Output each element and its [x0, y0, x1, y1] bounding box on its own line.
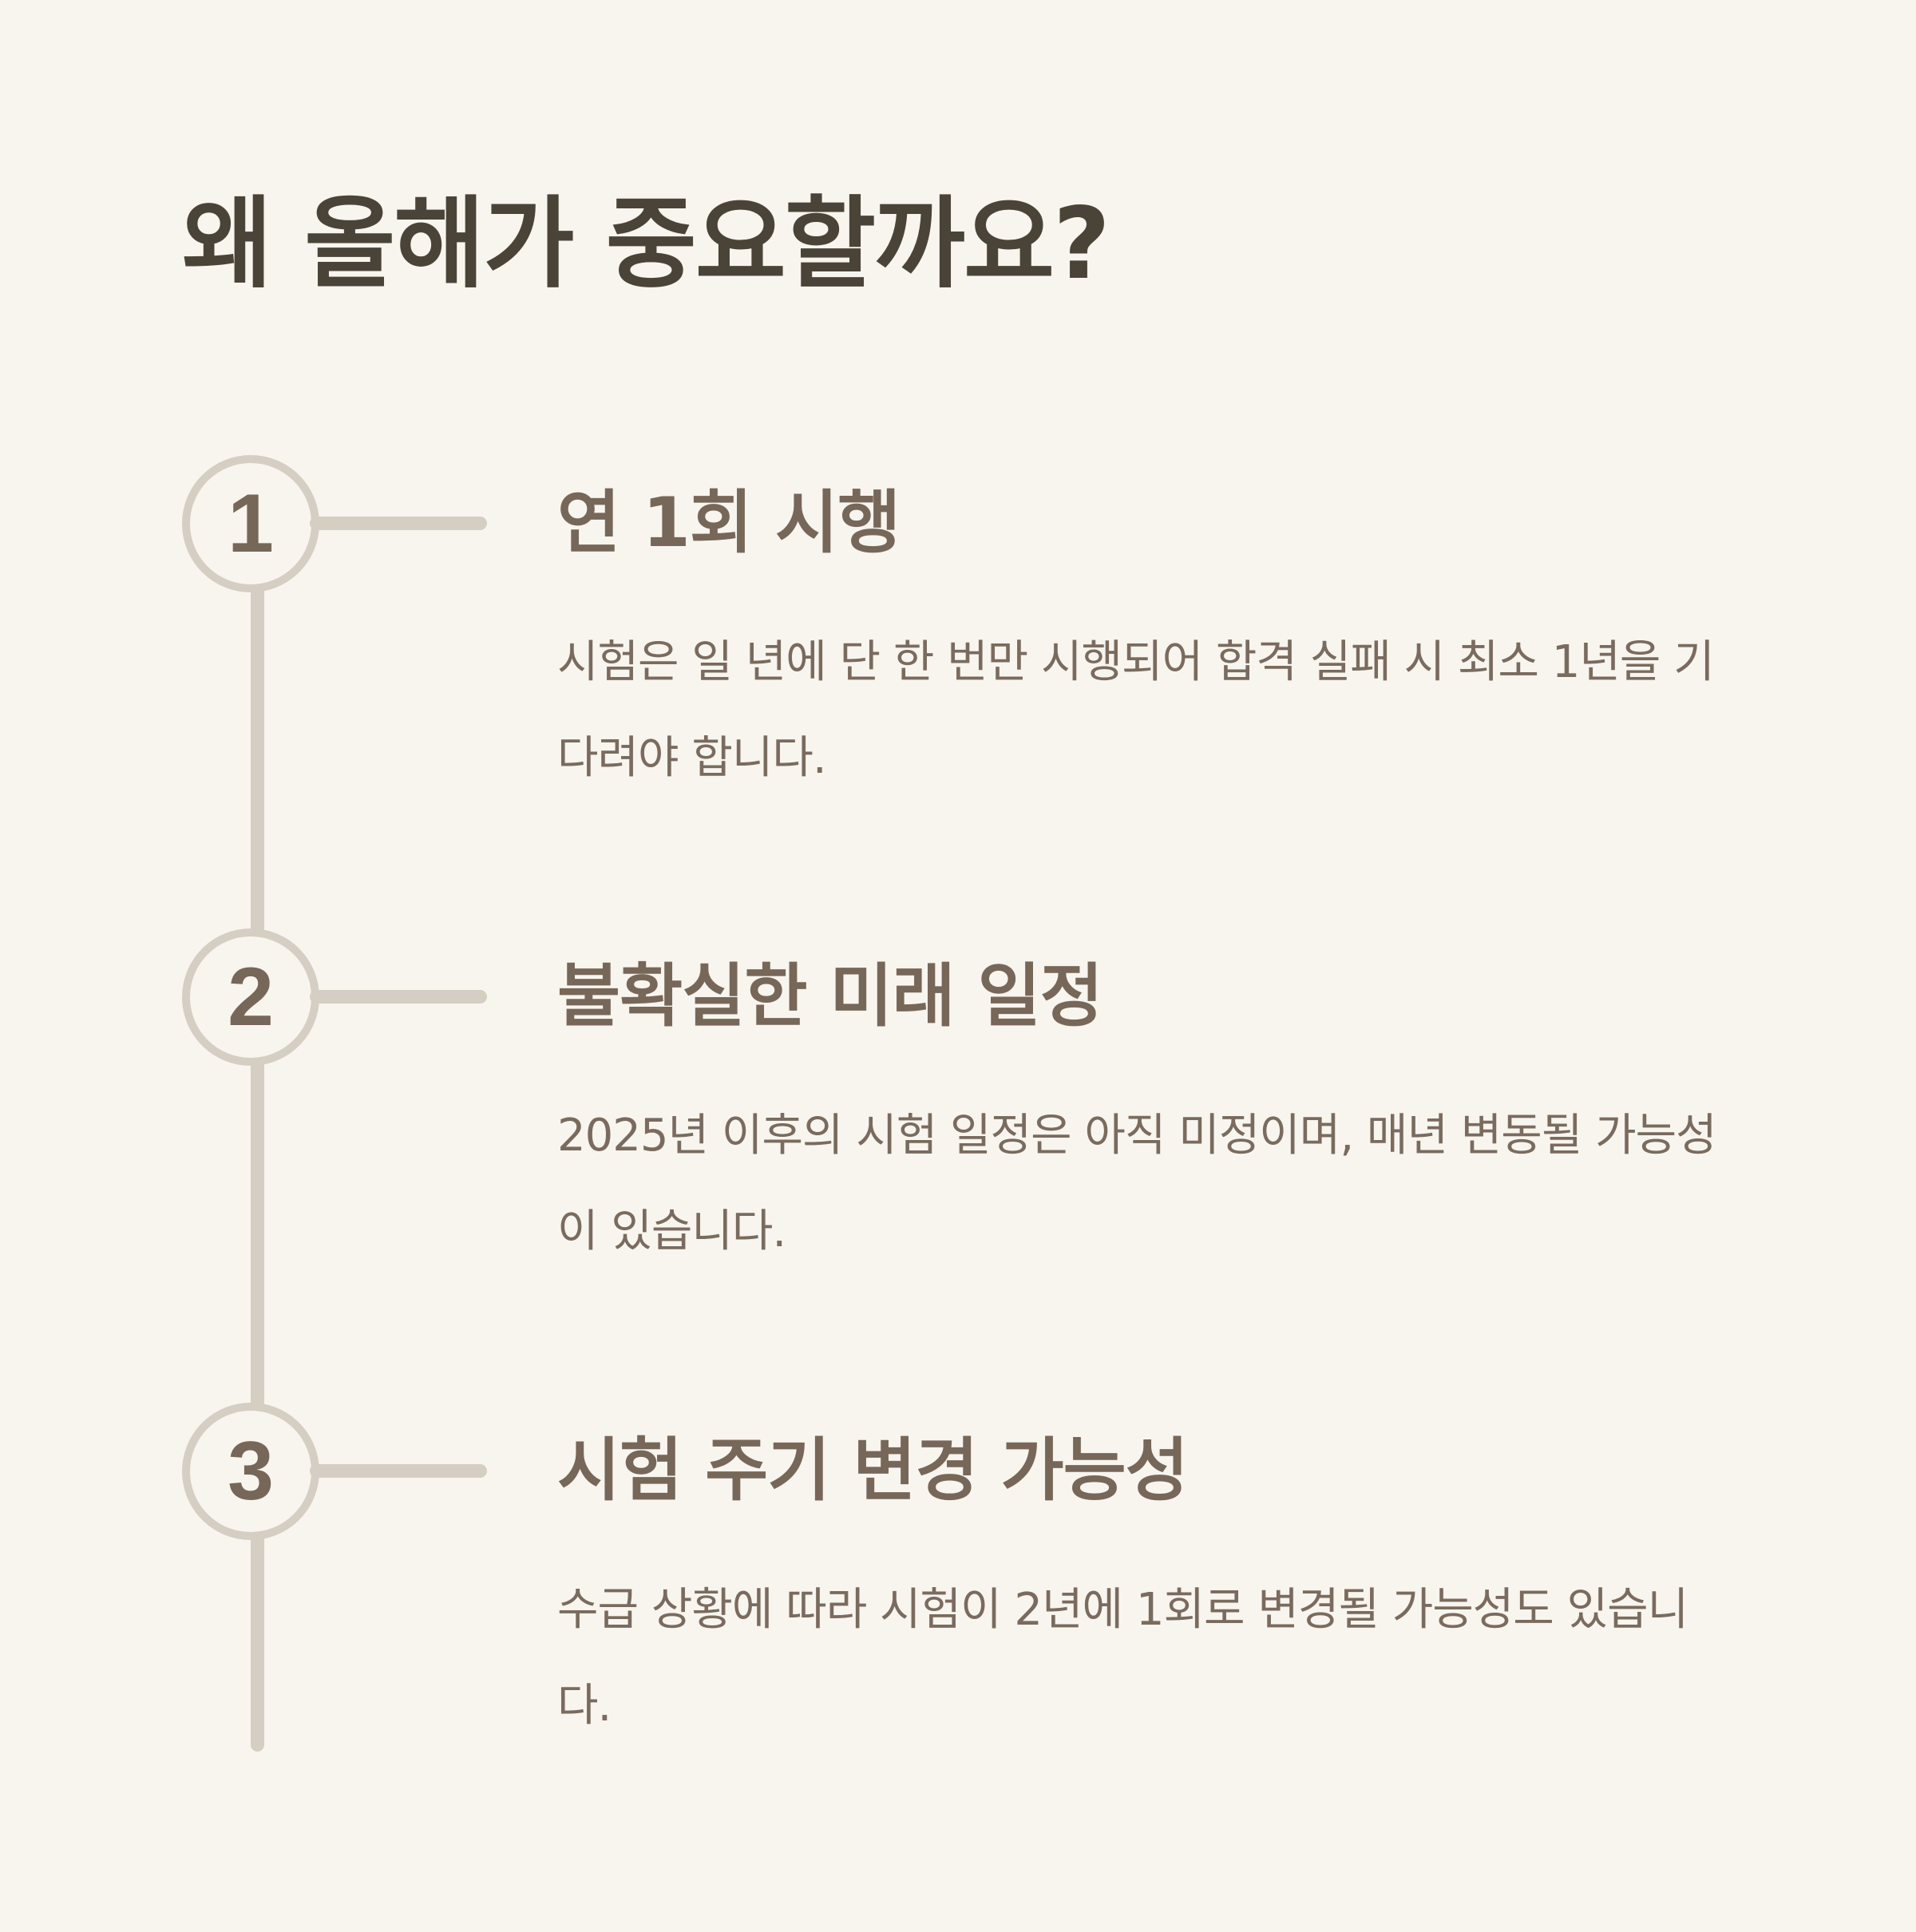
page-title: 왜 올해가 중요할까요?	[182, 187, 1110, 302]
step-connector	[310, 1464, 487, 1478]
step-title: 시험 주기 변경 가능성	[557, 1431, 1189, 1510]
step-description: 수급 상황에 따라 시험이 2년에 1회로 변경될 가능성도 있습니다.	[557, 1584, 1688, 1732]
step-number-circle: 2	[182, 928, 319, 1066]
step-title: 연 1회 시행	[557, 483, 901, 563]
step-number-circle: 3	[182, 1403, 319, 1540]
step-description: 시험은 일 년에 단 한 번만 시행되어 합격 실패 시 최소 1년을 기다려야…	[557, 636, 1715, 784]
step-title: 불확실한 미래 일정	[557, 956, 1103, 1036]
step-description: 2025년 이후의 시험 일정은 아직 미정이며, 매년 변동될 가능성이 있습…	[557, 1110, 1717, 1257]
step-1: 1 연 1회 시행 시험은 일 년에 단 한 번만 시행되어 합격 실패 시 최…	[0, 455, 1916, 784]
step-connector	[310, 990, 487, 1004]
step-connector	[310, 517, 487, 530]
step-3: 3 시험 주기 변경 가능성 수급 상황에 따라 시험이 2년에 1회로 변경될…	[0, 1403, 1916, 1732]
step-2: 2 불확실한 미래 일정 2025년 이후의 시험 일정은 아직 미정이며, 매…	[0, 928, 1916, 1257]
step-number-circle: 1	[182, 455, 319, 592]
